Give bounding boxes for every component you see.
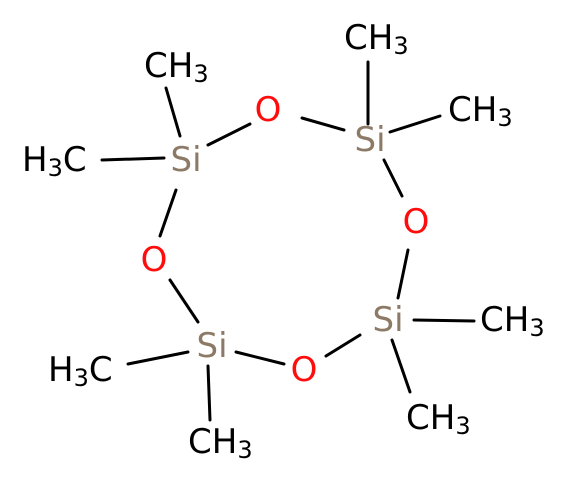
o-atom-right: O — [403, 202, 430, 242]
methyl-label-7-prefix: H — [22, 140, 48, 180]
methyl-label-7-subscript: 3 — [48, 154, 63, 182]
methyl-label-8: H3C — [48, 350, 113, 392]
bond-si-bottom-right-ch3-lower — [390, 338, 412, 394]
methyl-label-2-subscript: 3 — [393, 32, 408, 60]
bond-si-bottom-right-o-bottom — [324, 333, 362, 358]
methyl-label-7-text: C — [63, 140, 87, 180]
bond-o-left-si-top-left — [158, 188, 178, 238]
methyl-label-3-text: CH — [448, 90, 497, 130]
methyl-label-7: H3C — [22, 140, 87, 182]
bond-o-top-si-top-right — [300, 116, 346, 132]
methyl-label-3: CH3 — [448, 90, 513, 132]
o-atom-bottom: O — [291, 350, 318, 390]
bond-o-bottom-si-bottom-left — [234, 350, 286, 366]
bond-si-top-left-h3c — [100, 156, 166, 162]
si-atom-bottom-right: Si — [372, 300, 403, 340]
bond-si-bottom-right-ch3-right — [412, 318, 476, 323]
methyl-label-5-subscript: 3 — [455, 412, 470, 440]
si-atom-top-left: Si — [170, 140, 201, 180]
o-atom-top: O — [255, 90, 282, 130]
methyl-label-5: CH3 — [406, 398, 471, 440]
bond-si-bottom-left-o-left — [168, 278, 200, 324]
bond-si-bottom-left-h3c — [126, 350, 190, 366]
methyl-label-4-text: CH — [480, 300, 529, 340]
methyl-label-2-text: CH — [344, 18, 393, 58]
methyl-label-5-text: CH — [406, 398, 455, 438]
bond-si-top-left-o-top — [206, 122, 252, 147]
methyl-label-6-text: CH — [188, 422, 237, 462]
methyl-label-1-subscript: 3 — [193, 60, 208, 88]
bond-si-top-right-ch3-right — [388, 114, 442, 134]
methyl-label-2: CH3 — [344, 18, 409, 60]
methyl-label-8-text: C — [89, 350, 113, 390]
methyl-label-4-subscript: 3 — [529, 314, 544, 342]
si-atom-top-right: Si — [354, 120, 385, 160]
bond-si-bottom-left-ch3-lower — [206, 364, 212, 422]
o-atom-left: O — [141, 240, 168, 280]
methyl-label-1: CH3 — [144, 46, 209, 88]
methyl-label-3-subscript: 3 — [497, 104, 512, 132]
methyl-label-8-prefix: H — [48, 350, 74, 390]
methyl-label-6: CH3 — [188, 422, 253, 464]
bond-si-top-right-o-right — [382, 158, 404, 198]
methyl-label-1-text: CH — [144, 46, 193, 86]
bond-si-top-left-ch3 — [164, 86, 182, 138]
methyl-label-4: CH3 — [480, 300, 545, 342]
bond-o-right-si-bottom-right — [396, 248, 410, 300]
methyl-label-8-subscript: 3 — [74, 364, 89, 392]
si-atom-bottom-left: Si — [196, 326, 227, 366]
methyl-label-6-subscript: 3 — [237, 436, 252, 464]
